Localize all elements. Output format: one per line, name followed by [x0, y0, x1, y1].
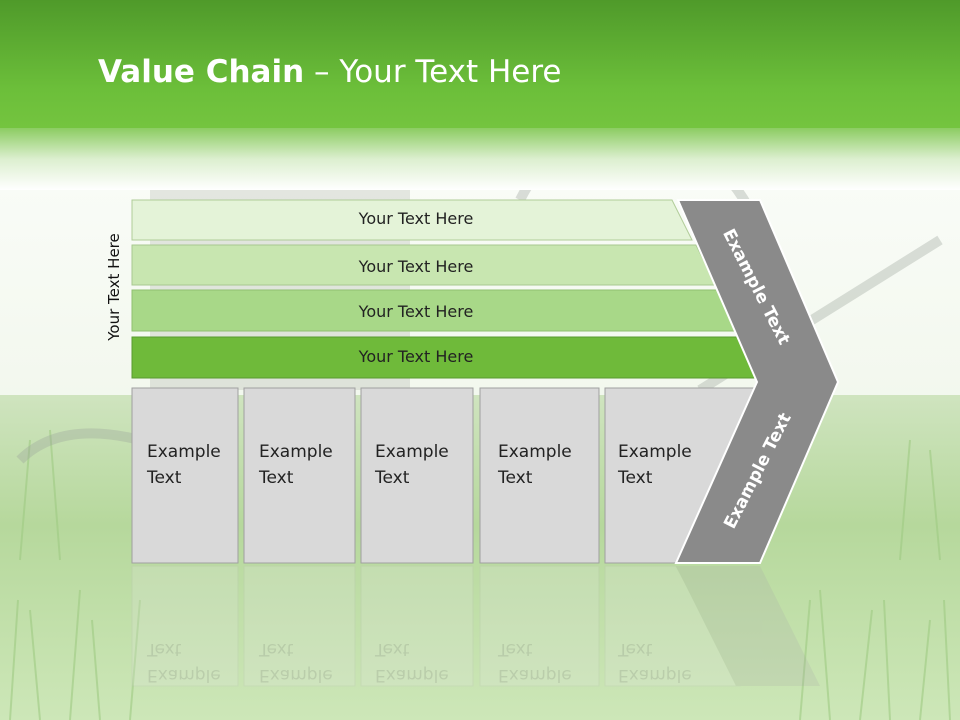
box-4-shape [479, 387, 600, 564]
box-label-2: Example Text [259, 439, 359, 491]
box-label-1: Example Text [147, 439, 247, 491]
box-label-3: Example Text [375, 439, 475, 491]
bar-label-3: Your Text Here [358, 302, 474, 321]
bar-label-2: Your Text Here [358, 257, 474, 276]
box-3-shape [360, 387, 474, 564]
bar-label-4: Your Text Here [358, 347, 474, 366]
box-label-2-line1: Example [259, 442, 333, 462]
box-label-2-line2: Text [259, 468, 294, 488]
box-label-3-line1: Example [375, 442, 449, 462]
box-label-5: Example Text [618, 439, 718, 491]
box-label-3-line2: Text [375, 468, 410, 488]
box-label-1-line1: Example [147, 442, 221, 462]
box-label-4-line1: Example [498, 442, 572, 462]
box-label-5-line1: Example [618, 442, 692, 462]
bar-label-1: Your Text Here [358, 209, 474, 228]
box-2-shape [243, 387, 356, 564]
title-bold: Value Chain [98, 54, 305, 90]
box-label-1-line2: Text [147, 468, 182, 488]
side-label: Your Text Here [105, 233, 123, 341]
bar-1-shape [131, 199, 693, 241]
slide-title: Value Chain – Your Text Here [98, 54, 561, 90]
title-rest: – Your Text Here [304, 54, 562, 90]
box-label-4-line2: Text [498, 468, 533, 488]
box-1-shape [131, 387, 239, 564]
box-label-5-line2: Text [618, 468, 653, 488]
chevron-arrow-shape [674, 199, 840, 564]
box-label-4: Example Text [498, 439, 598, 491]
